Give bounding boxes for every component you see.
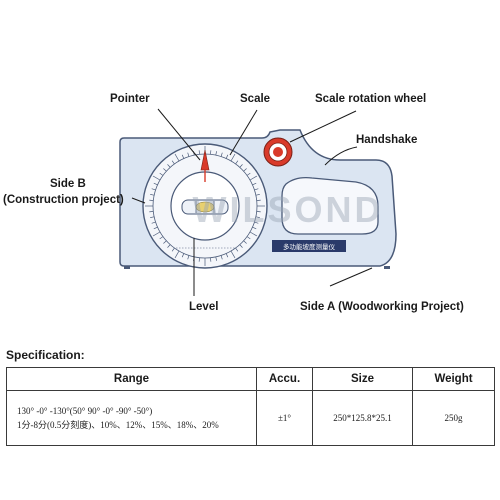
- callout-side-b: Side B: [50, 178, 86, 190]
- scale-tick: [239, 164, 243, 168]
- scale-tick: [255, 216, 260, 218]
- scale-tick: [235, 160, 239, 165]
- range-slope: 1分-8分(0.5分刻度)、10%、12%、15%、18%、20%: [17, 420, 219, 430]
- scale-tick: [149, 199, 154, 201]
- scale-tick: [246, 236, 251, 240]
- scale-ticks: [145, 146, 265, 266]
- scale-tick: [174, 250, 180, 259]
- scale-tick: [220, 152, 223, 157]
- callout-pointer: Pointer: [110, 93, 150, 105]
- label-plate-text: 多功能坡度测量仪: [283, 242, 336, 251]
- scale-tick: [230, 250, 236, 259]
- scale-tick: [256, 199, 261, 201]
- scale-leader: [229, 109, 258, 156]
- scale-tick: [249, 175, 258, 181]
- accuracy-cell: ±1°: [256, 390, 313, 446]
- size-cell: 250*125.8*25.1: [312, 390, 413, 446]
- scale-tick: [163, 240, 167, 244]
- scale-tick: [215, 256, 217, 261]
- scale-tick: [181, 154, 185, 159]
- scale-tick: [249, 231, 258, 237]
- scale-tick: [152, 231, 161, 237]
- scale-tick: [150, 216, 155, 218]
- scale-tick: [252, 182, 257, 186]
- scale-tick: [220, 255, 223, 260]
- scale-tick: [151, 188, 156, 191]
- range-degrees: 130° -0° -130°(50° 90° -0° -90° -50°): [17, 406, 153, 416]
- scale-tick: [239, 244, 243, 248]
- scale-tick: [167, 244, 171, 248]
- scale-tick: [151, 221, 156, 224]
- handshake-leader: [324, 146, 358, 166]
- scale-tick: [187, 255, 190, 260]
- scale-tick: [149, 211, 154, 213]
- scale-tick: [198, 150, 200, 155]
- scale-tick: [243, 240, 247, 244]
- scale-tick: [171, 247, 175, 252]
- pointer-leader: [157, 108, 201, 161]
- scale-tick: [152, 175, 161, 181]
- scale-tick: [150, 194, 155, 196]
- scale-tick: [225, 154, 229, 159]
- side-b-leader: [131, 197, 146, 204]
- wheel-leader: [289, 110, 357, 143]
- specification-title: Specification:: [6, 348, 85, 362]
- column-header-size: Size: [312, 367, 413, 391]
- callout-side-a: Side A (Woodworking Project): [300, 301, 464, 313]
- scale-tick: [256, 211, 261, 213]
- scale-tick: [246, 172, 251, 176]
- handshake-slot: [281, 176, 379, 235]
- callout-scale-rotation-wheel: Scale rotation wheel: [315, 93, 427, 105]
- scale-tick: [254, 188, 259, 191]
- range-cell: 130° -0° -130°(50° 90° -0° -90° -50°) 1分…: [6, 390, 257, 446]
- scale-tick: [243, 168, 247, 172]
- scale-tick: [187, 152, 190, 157]
- scale-tick: [159, 236, 164, 240]
- callout-scale: Scale: [240, 93, 271, 105]
- scale-tick: [163, 168, 167, 172]
- scale-tick: [210, 150, 212, 155]
- scale-tick: [159, 172, 164, 176]
- watermark: WILSOND: [193, 189, 384, 230]
- scale-tick: [255, 194, 260, 196]
- scale-tick: [235, 247, 239, 252]
- weight-cell: 250g: [412, 390, 495, 446]
- callout-handshake: Handshake: [356, 134, 418, 146]
- specification-table: Range Accu. Size Weight 130° -0° -130°(5…: [6, 367, 495, 446]
- scale-tick: [171, 160, 175, 165]
- scale-tick: [198, 257, 200, 262]
- scale-tick: [210, 257, 212, 262]
- label-plate: [272, 240, 346, 252]
- scale-tick: [225, 253, 229, 258]
- column-header-range: Range: [6, 367, 257, 391]
- scale-tick: [230, 153, 236, 162]
- column-header-accuracy: Accu.: [256, 367, 313, 391]
- table-row: 130° -0° -130°(50° 90° -0° -90° -50°) 1分…: [6, 390, 495, 446]
- callout-level: Level: [189, 301, 219, 313]
- callout-side-b-subtitle: (Construction project): [3, 194, 124, 206]
- scale-tick: [254, 221, 259, 224]
- scale-tick: [153, 182, 158, 186]
- scale-tick: [215, 151, 217, 156]
- scale-tick: [252, 226, 257, 230]
- table-header-row: Range Accu. Size Weight: [6, 367, 495, 391]
- column-header-weight: Weight: [412, 367, 495, 391]
- side-a-leader: [329, 267, 373, 287]
- scale-tick: [174, 153, 180, 162]
- scale-tick: [181, 253, 185, 258]
- scale-tick: [153, 226, 158, 230]
- scale-tick: [167, 164, 171, 168]
